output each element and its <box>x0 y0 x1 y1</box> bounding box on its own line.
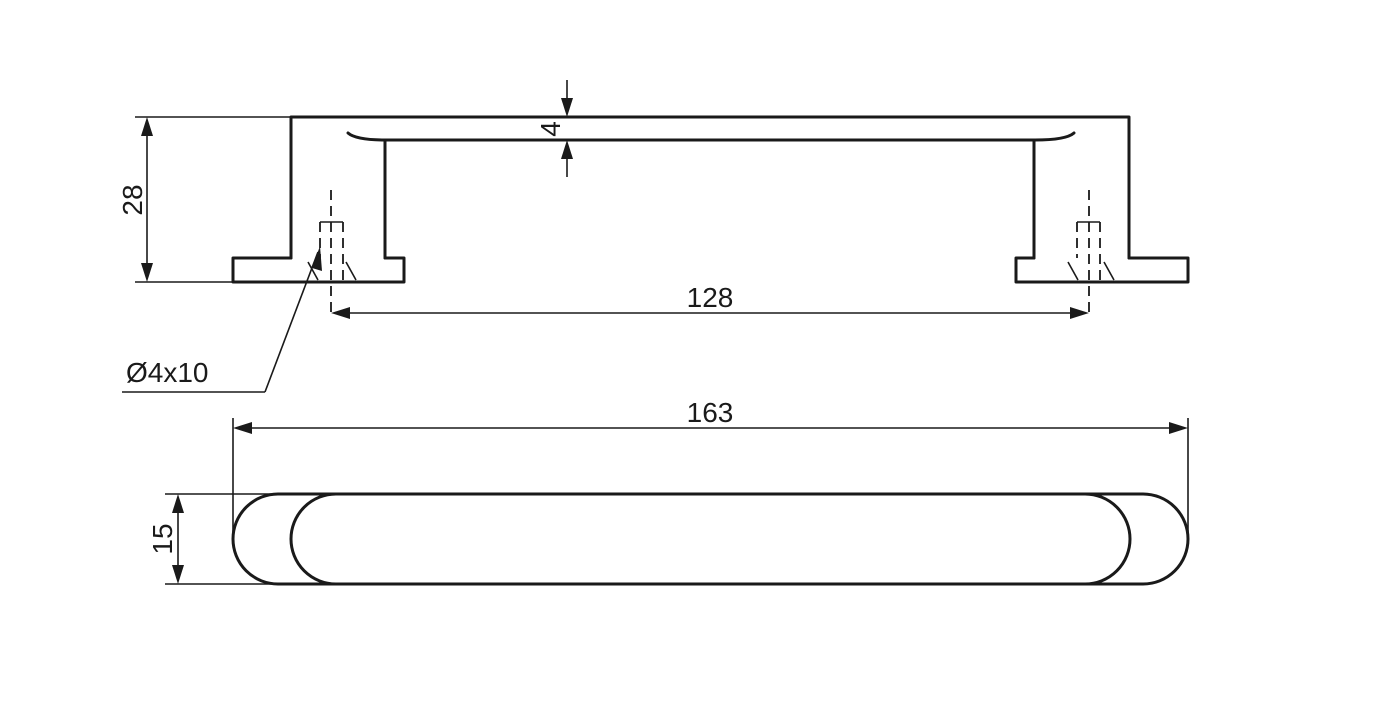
height-label: 28 <box>117 184 148 215</box>
width-arrow-top <box>172 494 184 513</box>
length-arrow-right <box>1169 422 1188 434</box>
left-foot-break-a <box>307 261 319 281</box>
handle-outer-outline <box>289 115 1131 260</box>
height-dimension: 28 <box>117 116 291 283</box>
spacing-arrow-left <box>331 307 350 319</box>
width-dimension: 15 <box>147 493 275 585</box>
width-arrow-bottom <box>172 565 184 584</box>
left-foot <box>231 256 406 284</box>
wall-dimension: 4 <box>535 80 573 177</box>
screw-leader-arrow <box>312 246 322 271</box>
wall-arrow-top <box>561 98 573 117</box>
handle-top-inner <box>289 492 1132 586</box>
right-foot-break-a <box>1067 261 1079 281</box>
screw-label: Ø4x10 <box>126 357 209 388</box>
side-view <box>231 115 1190 318</box>
left-foot-break-b <box>345 261 357 281</box>
right-foot <box>1014 256 1190 284</box>
handle-inner-outline <box>346 131 1076 142</box>
width-label: 15 <box>147 523 178 554</box>
length-arrow-left <box>233 422 252 434</box>
wall-label: 4 <box>535 121 566 137</box>
length-label: 163 <box>687 397 734 428</box>
top-view <box>231 492 1190 586</box>
spacing-arrow-right <box>1070 307 1089 319</box>
right-foot-break-b <box>1103 261 1115 281</box>
length-dimension: 163 <box>232 397 1189 540</box>
wall-arrow-bottom <box>561 140 573 159</box>
height-arrow-top <box>141 117 153 136</box>
handle-top-outline <box>231 492 1190 586</box>
screw-callout: Ø4x10 <box>122 246 322 393</box>
height-arrow-bottom <box>141 263 153 282</box>
hole-spacing-dimension: 128 <box>331 282 1089 319</box>
hole-spacing-label: 128 <box>687 282 734 313</box>
